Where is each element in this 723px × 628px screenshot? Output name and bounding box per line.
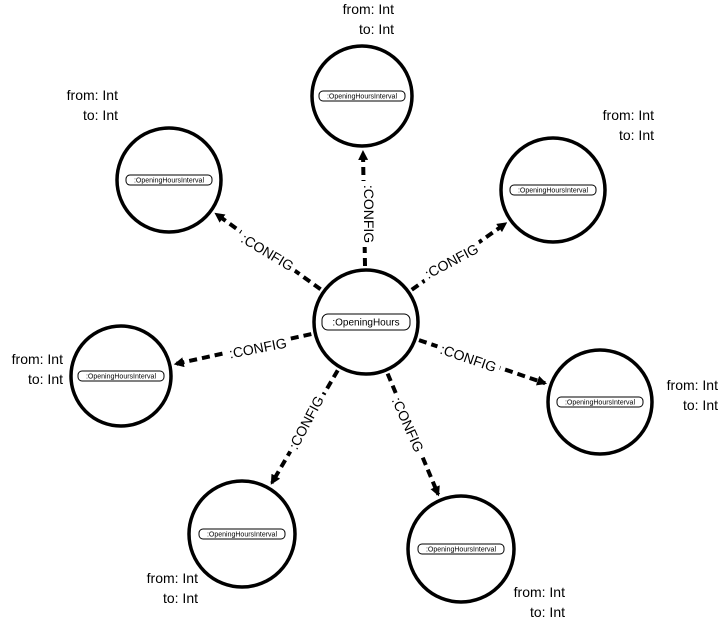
config-edge-label: :CONFIG	[361, 185, 377, 243]
interval-label: :OpeningHoursInterval	[134, 178, 204, 185]
interval-label-box	[77, 370, 165, 382]
config-edge-label: :CONFIG	[238, 230, 296, 274]
property-to: to: Int	[530, 604, 565, 620]
interval-node-4[interactable]: :OpeningHoursInterval from: Int to: Int	[546, 348, 718, 456]
opening-hours-label: :OpeningHours	[332, 318, 399, 329]
property-to: to: Int	[683, 397, 718, 413]
property-from: from: Int	[343, 1, 394, 17]
config-edge-label: :CONFIG	[438, 341, 498, 375]
interval-label: :OpeningHoursInterval	[426, 547, 496, 554]
config-edge-1	[214, 212, 322, 291]
interval-node-0[interactable]: :OpeningHoursInterval from: Int to: Int	[310, 1, 414, 148]
property-from: from: Int	[147, 570, 198, 586]
property-from: from: Int	[667, 377, 718, 393]
property-to: to: Int	[163, 590, 198, 606]
interval-label-box	[556, 396, 644, 408]
property-to: to: Int	[359, 21, 394, 37]
nodes-layer: :OpeningHours :OpeningHoursInterval from: …	[12, 1, 718, 620]
interval-label: :OpeningHoursInterval	[565, 400, 635, 407]
interval-label-box	[509, 184, 597, 196]
interval-label-box	[318, 90, 406, 102]
config-edge-label-group-2: :CONFIG	[418, 237, 485, 285]
interval-node-3[interactable]: :OpeningHoursInterval from: Int to: Int	[12, 324, 173, 428]
interval-label: :OpeningHoursInterval	[518, 188, 588, 195]
interval-label-box	[125, 174, 213, 186]
edge-label-background	[360, 181, 378, 247]
property-to: to: Int	[83, 107, 118, 123]
property-from: from: Int	[67, 87, 118, 103]
config-edge-label-group-1: :CONFIG	[234, 227, 301, 277]
config-edge-label: :CONFIG	[228, 335, 288, 362]
config-edge-label-group-4: :CONFIG	[434, 338, 503, 378]
config-edge-label: :CONFIG	[422, 240, 481, 282]
edge-label-background	[418, 237, 485, 285]
property-from: from: Int	[514, 584, 565, 600]
interval-node-5[interactable]: :OpeningHoursInterval from: Int to: Int	[147, 479, 297, 606]
edge-label-background	[282, 389, 330, 456]
config-edge-label-group-0: :CONFIG	[360, 181, 378, 247]
interval-label-box	[198, 528, 286, 540]
interval-node-6[interactable]: :OpeningHoursInterval from: Int to: Int	[406, 494, 565, 620]
edge-label-background	[234, 227, 301, 277]
property-to: to: Int	[619, 127, 654, 143]
edge-label-background	[223, 332, 292, 364]
edge-label-background	[434, 338, 503, 378]
interval-label: :OpeningHoursInterval	[327, 94, 397, 101]
property-from: from: Int	[12, 351, 63, 367]
interval-label: :OpeningHoursInterval	[207, 532, 277, 539]
config-edge-label-group-6: :CONFIG	[386, 390, 430, 459]
interval-node-1[interactable]: :OpeningHoursInterval from: Int to: Int	[67, 87, 223, 234]
interval-label-box	[417, 543, 505, 555]
opening-hours-node[interactable]: :OpeningHours	[312, 268, 420, 376]
edge-label-background	[386, 390, 430, 459]
config-edge-label-group-5: :CONFIG	[282, 389, 330, 456]
property-to: to: Int	[28, 371, 63, 387]
interval-node-2[interactable]: :OpeningHoursInterval from: Int to: Int	[499, 107, 654, 244]
config-edge-label: :CONFIG	[285, 393, 327, 452]
opening-hours-label-box	[321, 313, 411, 331]
property-from: from: Int	[603, 107, 654, 123]
interval-label: :OpeningHoursInterval	[86, 374, 156, 381]
config-edge-label-group-3: :CONFIG	[223, 332, 292, 364]
